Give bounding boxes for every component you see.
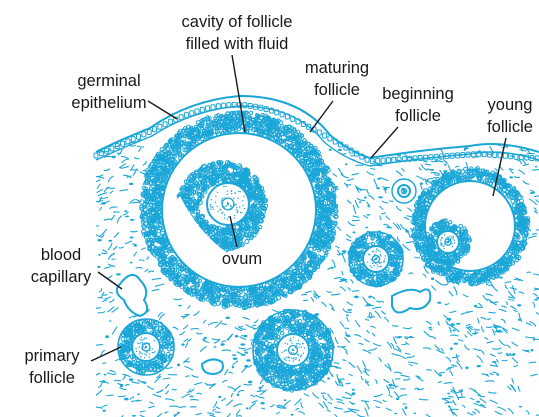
- label-cavity-line1: cavity of follicle: [182, 13, 293, 31]
- label-maturing-line2: follicle: [314, 81, 360, 99]
- label-blood-line1: blood: [41, 246, 81, 264]
- beginning-follicle-ovum: [398, 185, 410, 197]
- young-follicle: [411, 167, 530, 286]
- label-blood-line2: capillary: [31, 268, 92, 286]
- leader-primary: [91, 347, 121, 361]
- beginning-follicle: [392, 179, 416, 203]
- maturing-follicle: [140, 111, 338, 310]
- growing-follicle-bottom-ovum: [277, 334, 309, 366]
- label-primary-line2: follicle: [29, 369, 75, 387]
- label-primary-line1: primary: [24, 347, 80, 365]
- label-young-line1: young: [488, 96, 533, 114]
- label-germinal-line1: germinal: [77, 72, 140, 90]
- label-beginning-line1: beginning: [382, 85, 454, 103]
- ovum: [207, 183, 249, 225]
- follicles-group: [117, 111, 530, 392]
- label-cavity-line2: filled with fluid: [186, 35, 289, 53]
- leader-maturing: [310, 101, 333, 132]
- blood-capillary-bottom: [202, 359, 223, 374]
- blood-capillary-right: [392, 289, 430, 312]
- label-beginning-line2: follicle: [395, 107, 441, 125]
- blood-capillary-left: [117, 275, 147, 316]
- growing-follicle-center-ovum: [363, 246, 389, 272]
- leader-germinal: [148, 101, 177, 119]
- growing-follicle-center: [348, 231, 403, 287]
- label-ovum: ovum: [222, 250, 262, 268]
- primary-follicle: [118, 319, 174, 375]
- label-maturing-line1: maturing: [305, 59, 369, 77]
- label-germinal-line2: epithelium: [71, 94, 146, 112]
- label-young-line2: follicle: [487, 118, 533, 136]
- young-follicle-ovum: [437, 231, 459, 253]
- leader-beginning: [371, 127, 398, 158]
- growing-follicle-bottom: [252, 309, 335, 392]
- primary-follicle-ovum: [132, 333, 160, 361]
